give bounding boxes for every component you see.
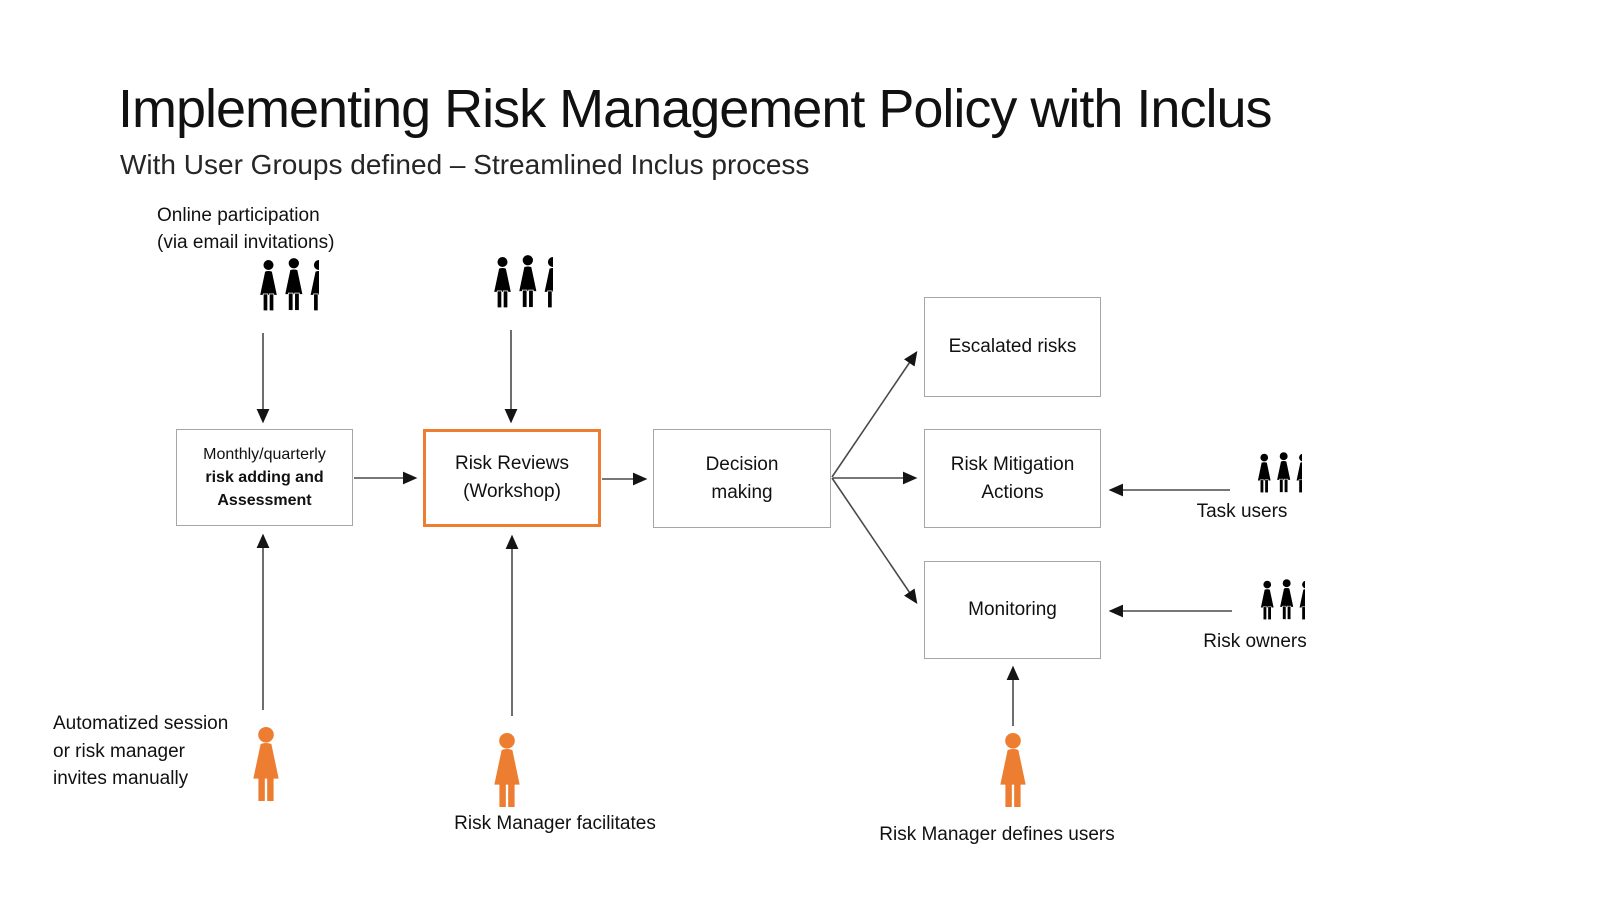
box-line: Monthly/quarterly	[203, 446, 326, 463]
automatized-session-line: invites manually	[53, 768, 189, 789]
arrow-decision-to-monitoring	[831, 477, 918, 604]
online-participation-line: (via email invitations)	[157, 232, 335, 253]
task-users-label: Task users	[1196, 501, 1288, 522]
box-line: Actions	[981, 481, 1044, 503]
box-line: Assessment	[217, 492, 312, 509]
risk-owners-label: Risk owners	[1203, 631, 1307, 652]
risk-manager-defines-person-icon	[993, 732, 1033, 808]
automatized-session-line: Automatized session	[53, 713, 229, 734]
participants-group-icon	[233, 257, 319, 321]
automatized-session-line: or risk manager	[53, 740, 185, 762]
box-line: (Workshop)	[463, 481, 561, 502]
page-title: Implementing Risk Management Policy with…	[118, 79, 1272, 139]
decision-making-box: Decision making	[653, 429, 831, 528]
monthly-assessment-box: Monthly/quarterly risk adding and Assess…	[176, 429, 353, 526]
risk-manager-facilitator-person-icon	[487, 732, 527, 808]
online-participation-label: Online participation (via email invitati…	[157, 202, 334, 256]
risk-reviews-box: Risk Reviews (Workshop)	[423, 429, 601, 527]
workshop-participants-group-icon	[467, 254, 553, 318]
risk-manager-facilitates-label: Risk Manager facilitates	[454, 813, 656, 834]
monitoring-box: Monitoring	[924, 561, 1101, 659]
risk-manager-defines-users-label: Risk Manager defines users	[879, 824, 1115, 845]
box-line: Escalated risks	[948, 336, 1077, 357]
box-line: Monitoring	[968, 599, 1057, 620]
task-users-group-icon	[1238, 449, 1302, 503]
box-line: risk adding and	[205, 469, 324, 486]
box-line: Decision	[705, 453, 779, 475]
arrow-decision-to-escalated	[831, 351, 918, 478]
risk-owners-group-icon	[1241, 576, 1305, 630]
online-participation-line: Online participation	[157, 205, 320, 226]
page-subtitle: With User Groups defined – Streamlined I…	[120, 149, 810, 180]
risk-manager-person-icon	[246, 726, 286, 802]
box-line: making	[711, 481, 773, 503]
automatized-session-label: Automatized session or risk manager invi…	[53, 710, 228, 793]
risk-mitigation-box: Risk Mitigation Actions	[924, 429, 1101, 528]
escalated-risks-box: Escalated risks	[924, 297, 1101, 397]
box-line: Risk Reviews	[454, 453, 570, 474]
box-line: Risk Mitigation	[950, 453, 1075, 475]
